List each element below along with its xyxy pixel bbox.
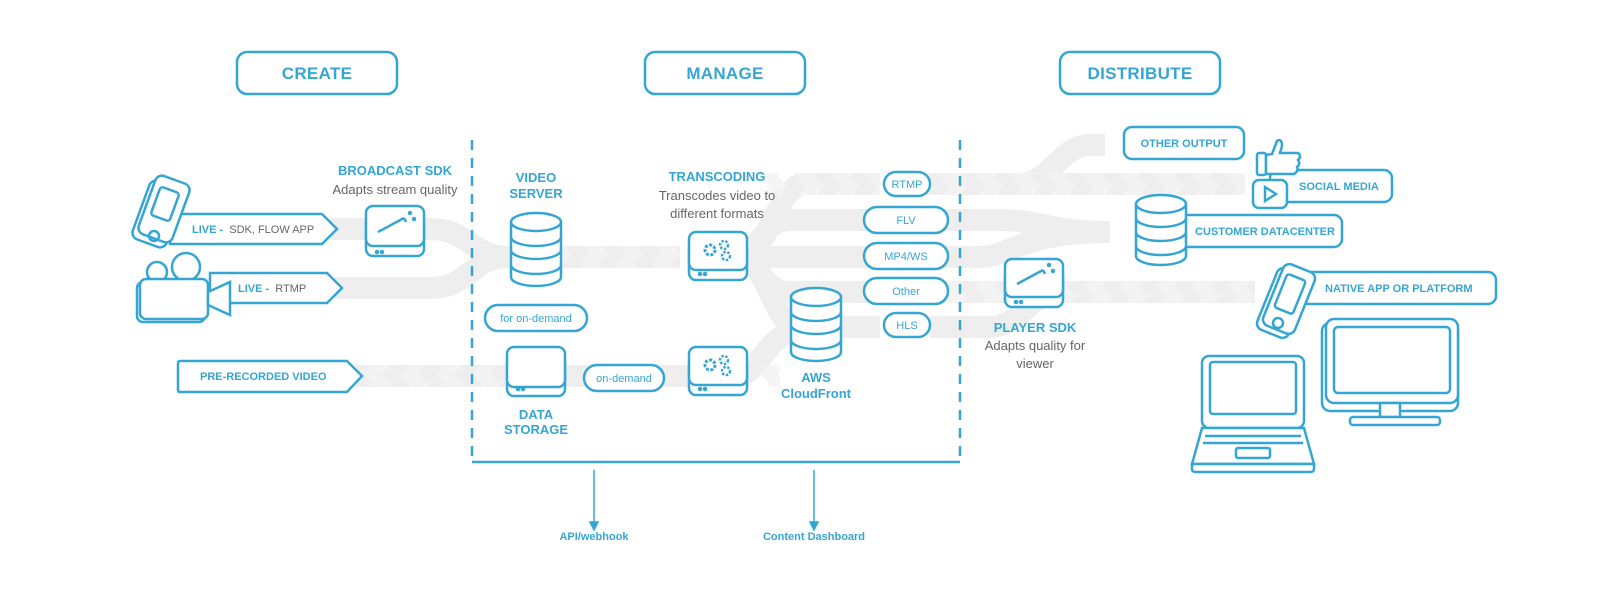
format-pill-mp4: MP4/WS: [862, 241, 950, 271]
mobile-device-icon: [1255, 262, 1317, 340]
social-media-label: SOCIAL MEDIA: [1299, 181, 1379, 193]
customer-datacenter-label: CUSTOMER DATACENTER: [1195, 226, 1335, 238]
format-label-hls: HLS: [896, 320, 917, 332]
transcoding-subtitle-2: different formats: [670, 206, 764, 221]
live-sdk-input: LIVE - SDK, FLOW APP: [168, 212, 339, 246]
format-pill-rtmp: RTMP: [882, 170, 932, 198]
format-pill-hls: HLS: [882, 311, 932, 339]
datacenter-database-icon: [1134, 193, 1188, 267]
data-storage-title-1: DATA: [519, 407, 554, 422]
prerecorded-input: PRE-RECORDED VIDEO: [176, 359, 364, 394]
on-demand-label: on-demand: [596, 373, 652, 385]
format-label-rtmp: RTMP: [892, 179, 923, 191]
native-app-box: NATIVE APP OR PLATFORM: [1298, 270, 1498, 306]
broadcast-sdk-subtitle: Adapts stream quality: [332, 182, 458, 197]
native-app-label: NATIVE APP OR PLATFORM: [1325, 283, 1473, 295]
svg-text:LIVE - SDK, FLOW APP: LIVE - SDK, FLOW APP: [192, 224, 314, 236]
header-distribute: DISTRIBUTE: [1058, 50, 1222, 96]
broadcast-sdk-title: BROADCAST SDK: [338, 163, 453, 178]
aws-title-1: AWS: [801, 370, 831, 385]
content-dashboard-label: Content Dashboard: [763, 531, 865, 543]
live-rtmp-rest: RTMP: [275, 283, 306, 295]
format-label-other: Other: [892, 286, 920, 298]
video-camera-icon: [135, 251, 232, 324]
format-label-mp4: MP4/WS: [884, 251, 927, 263]
live-sdk-rest: SDK, FLOW APP: [229, 224, 314, 236]
video-server-database-icon: [509, 211, 563, 288]
for-on-demand-label: for on-demand: [500, 313, 572, 325]
other-output-label: OTHER OUTPUT: [1141, 138, 1228, 150]
social-media-box: SOCIAL MEDIA: [1268, 168, 1394, 204]
header-create: CREATE: [235, 50, 399, 96]
other-output-box: OTHER OUTPUT: [1122, 125, 1246, 161]
transcoding-subtitle-1: Transcodes video to: [659, 188, 776, 203]
aws-cloudfront-database-icon: [789, 286, 843, 363]
play-video-icon: [1251, 178, 1289, 210]
aws-title-2: CloudFront: [781, 386, 852, 401]
video-server-title-2: SERVER: [509, 186, 563, 201]
format-label-flv: FLV: [896, 215, 916, 227]
format-pill-other: Other: [862, 276, 950, 306]
thumbs-up-icon: [1255, 138, 1302, 177]
format-pill-flv: FLV: [862, 205, 950, 235]
live-rtmp-prefix: LIVE -: [238, 283, 270, 295]
phone-icon: [131, 174, 191, 249]
player-sdk-title: PLAYER SDK: [994, 320, 1077, 335]
live-sdk-prefix: LIVE -: [192, 224, 224, 236]
manage-boundary: [470, 140, 962, 464]
svg-text:LIVE - RTMP: LIVE - RTMP: [238, 283, 306, 295]
data-storage-icon: [505, 345, 567, 398]
header-manage: MANAGE: [643, 50, 807, 96]
header-manage-label: MANAGE: [686, 64, 763, 83]
desktop-monitor-icon: [1320, 317, 1460, 427]
player-sdk-subtitle-2: viewer: [1016, 356, 1054, 371]
transcoder-vod-gears-icon: [687, 345, 749, 397]
customer-datacenter-box: CUSTOMER DATACENTER: [1178, 213, 1344, 249]
video-server-title-1: VIDEO: [516, 170, 556, 185]
output-arrows: [588, 470, 820, 532]
laptop-icon: [1190, 354, 1316, 474]
player-sdk-subtitle-1: Adapts quality for: [985, 338, 1086, 353]
header-distribute-label: DISTRIBUTE: [1088, 64, 1193, 83]
api-webhook-label: API/webhook: [559, 531, 629, 543]
data-storage-title-2: STORAGE: [504, 422, 568, 437]
on-demand-pill: on-demand: [582, 363, 666, 393]
prerecorded-label: PRE-RECORDED VIDEO: [200, 371, 327, 383]
transcoder-live-gears-icon: [687, 230, 749, 282]
for-on-demand-pill: for on-demand: [483, 303, 589, 333]
transcoding-title: TRANSCODING: [669, 169, 766, 184]
header-create-label: CREATE: [282, 64, 352, 83]
broadcast-sdk-wand-icon: [364, 204, 426, 258]
player-sdk-wand-icon: [1003, 257, 1065, 309]
